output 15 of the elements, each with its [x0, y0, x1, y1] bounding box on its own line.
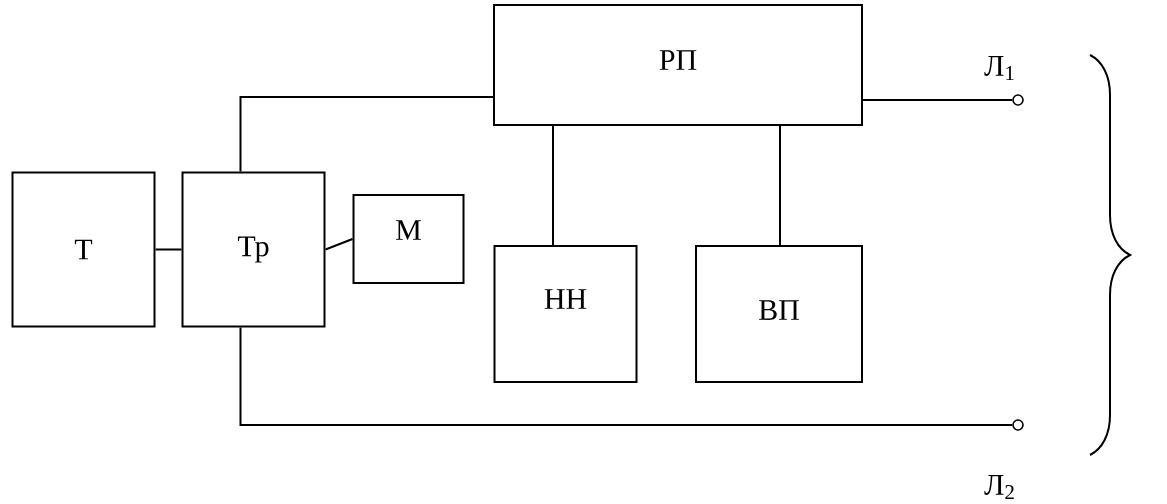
connector-line	[239, 96, 494, 173]
block-box: РП	[493, 4, 863, 126]
connector-line	[239, 326, 1014, 426]
connector-line	[154, 248, 183, 251]
block-box: НН	[493, 245, 638, 383]
block-box: Т	[11, 171, 156, 328]
connector-line	[324, 238, 354, 251]
block-box: ВП	[695, 245, 863, 383]
block-box: М	[352, 194, 465, 284]
block-box: Тр	[181, 171, 326, 328]
terminal-label: Л$_{2}$	[984, 475, 1014, 499]
connector-line	[552, 125, 554, 246]
terminal-label: Л$_{1}$	[984, 56, 1014, 80]
connector-line	[862, 99, 1014, 101]
connector-line	[779, 125, 781, 246]
